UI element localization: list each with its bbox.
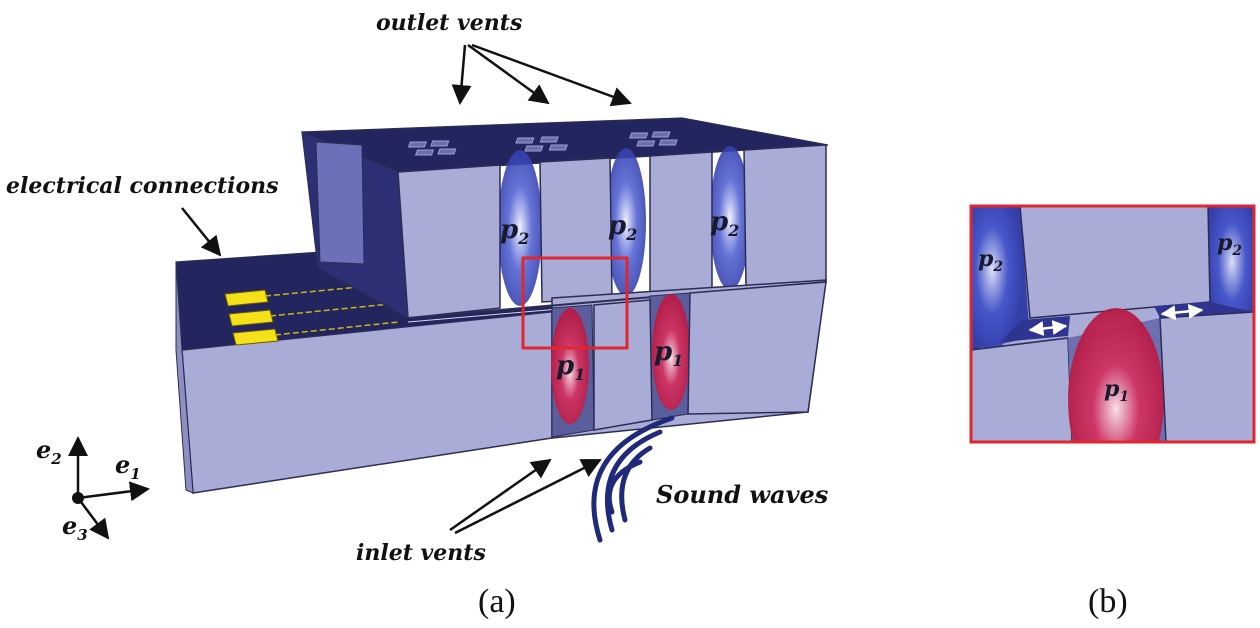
coordinate-axes: [68, 436, 150, 540]
zoom-lower-left: [971, 337, 1073, 442]
p1-label-2: p1: [654, 337, 683, 370]
lower-block-right: [687, 281, 827, 415]
base-block-end: [175, 261, 194, 494]
p1-region-1: [551, 308, 589, 424]
upper-block-4: [743, 144, 827, 289]
upper-block-1: [397, 164, 501, 319]
label-inlet-vents: inlet vents: [356, 540, 486, 566]
p2-label-3: p2: [710, 207, 739, 240]
zoom-lower-right: [1159, 311, 1254, 442]
zoom-highlight-box: [521, 256, 629, 350]
zoom-p2-left-label: p2: [978, 246, 1003, 275]
label-sound-waves: Sound waves: [656, 480, 829, 509]
zoom-upper-block: [1019, 206, 1211, 319]
zoom-p2-right-label: p2: [1217, 230, 1242, 259]
outlet-vent-slots: [407, 131, 678, 156]
p2-region-1: [498, 150, 542, 306]
axis-e3: e3: [62, 511, 88, 544]
axis-e1: e1: [115, 450, 141, 483]
p2-label-1: p2: [500, 215, 529, 248]
upper-block-2: [539, 157, 613, 303]
upper-block-3: [649, 151, 713, 295]
electrical-contacts: [224, 284, 399, 346]
annotation-arrows: [181, 43, 632, 535]
zoom-displacement-left: [1028, 320, 1068, 336]
label-electrical-connections: electrical connections: [6, 173, 279, 199]
axis-e2: e2: [36, 435, 62, 468]
axes-origin: [72, 492, 84, 504]
caption-b: (b): [1088, 583, 1128, 620]
zoom-frame-border: [969, 204, 1256, 444]
zoom-displacement-right: [1160, 303, 1204, 321]
label-outlet-vents: outlet vents: [376, 10, 522, 36]
zoom-p1-region: [1068, 308, 1164, 442]
upper-left-window: [315, 141, 365, 265]
panel-b: p2 p2 p1: [969, 204, 1256, 444]
panel-a: p2 p2 p2 p1 p1 outlet vents electrical c…: [6, 10, 829, 566]
p2-region-3: [710, 146, 750, 290]
sound-waves-icon: [591, 415, 675, 543]
p1-region-2: [652, 294, 690, 410]
zoom-p1-label: p1: [1104, 376, 1129, 405]
p2-label-2: p2: [608, 211, 637, 244]
caption-a: (a): [478, 583, 516, 620]
p1-label-1: p1: [556, 351, 585, 384]
lower-block-mid: [593, 299, 653, 431]
